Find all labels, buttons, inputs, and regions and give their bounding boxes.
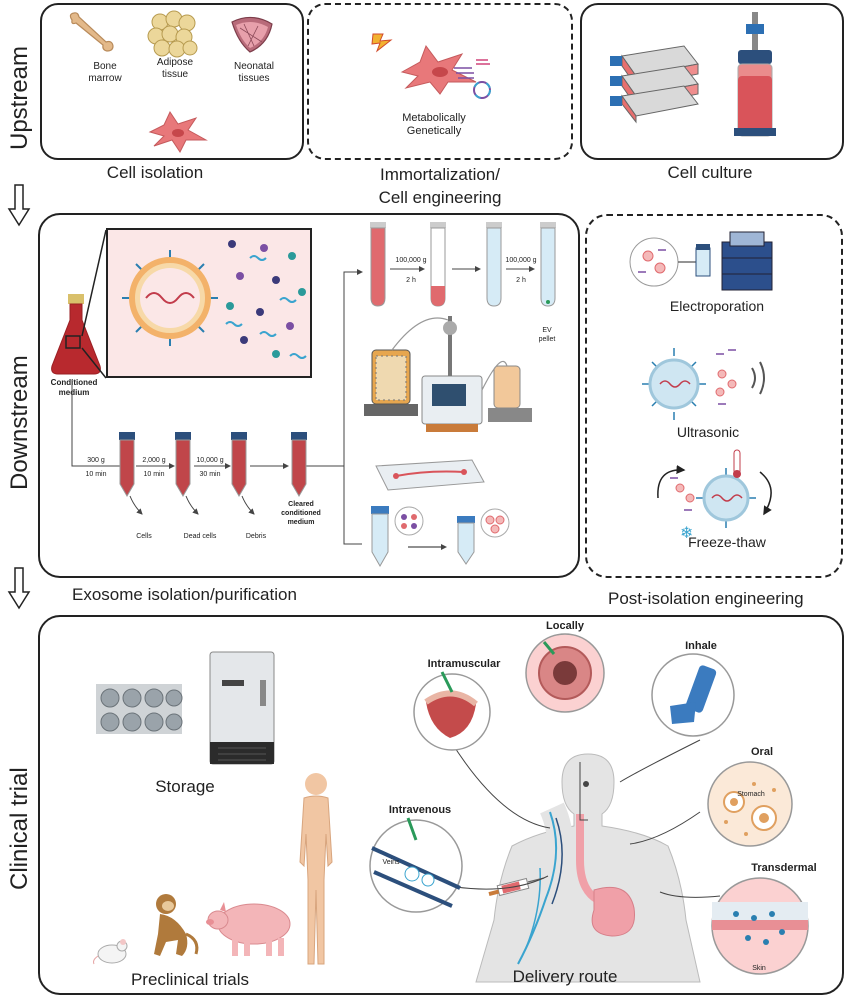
adipose-tissue-icon	[147, 10, 198, 58]
preclinical-label: Preclinical trials	[130, 970, 250, 989]
immortalization-panel	[307, 3, 573, 160]
ultra-2-time: 2 h	[516, 277, 526, 284]
ultracentrifuge-tube-icon	[540, 222, 556, 307]
stem-cell-icon	[148, 110, 208, 153]
falcon-tube-icon	[291, 432, 307, 497]
freeze-thaw-label: Freeze-thaw	[688, 534, 766, 550]
freeze-thaw-icon: ❄	[657, 449, 772, 542]
cleared-medium-label: Cleared conditioned medium	[281, 501, 321, 526]
spin-3-speed: 10,000 g	[196, 457, 224, 464]
ultra-2-speed: 100,000 g	[505, 257, 537, 264]
ev-pellet-label: EV pellet	[538, 327, 556, 343]
clinical-trial-panel	[38, 615, 844, 995]
upstream-label: Upstream	[6, 45, 33, 150]
falcon-tube-icon	[231, 432, 247, 497]
ultra-1-time: 2 h	[406, 277, 416, 284]
microfluidic-chip-icon	[375, 459, 485, 491]
vesicle-zoom-icon	[480, 508, 510, 538]
clinical-trial-label: Clinical trial	[6, 767, 33, 890]
adipose-tissue-label: Adipose tissue	[156, 57, 194, 80]
precipitation-tube-icon	[371, 506, 389, 568]
monkey-icon	[154, 894, 199, 956]
culture-flasks-icon	[610, 45, 699, 124]
svg-text:❄: ❄	[680, 523, 693, 542]
electroporation-label: Electroporation	[669, 298, 765, 314]
cell-culture-panel	[580, 3, 844, 160]
inhale-circle	[651, 653, 735, 737]
transdermal-circle	[711, 877, 809, 975]
vials-photo	[96, 684, 183, 734]
neonatal-tissue-icon	[231, 16, 273, 53]
neonatal-tissues-label: Neonatal tissues	[233, 61, 275, 84]
ultrasonic-icon	[642, 348, 765, 420]
ultra-1-speed: 100,000 g	[395, 257, 427, 264]
ultracentrifuge-tube-icon	[370, 222, 386, 307]
downstream-label: Downstream	[6, 355, 33, 490]
intravenous-label: Intravenous	[388, 804, 452, 816]
veins-label: Veins	[382, 859, 400, 866]
down-arrow-icon	[7, 567, 31, 610]
locally-circle	[525, 633, 605, 713]
particles-icon	[225, 240, 307, 359]
intravenous-circle	[369, 817, 463, 913]
bioreactor-icon	[734, 12, 776, 137]
intramuscular-circle	[413, 671, 491, 751]
oral-circle	[707, 761, 793, 847]
stomach-label: Stomach	[737, 791, 765, 798]
spin-2-speed: 2,000 g	[142, 457, 166, 464]
falcon-tube-icon	[175, 432, 191, 497]
exosome-isolation-panel	[38, 213, 580, 578]
immortalization-caption: Immortalization/ Cell engineering	[378, 165, 502, 207]
bone-marrow-label: Bone marrow	[88, 61, 122, 84]
spin-2-time: 10 min	[143, 471, 165, 478]
particle-zoom-icon	[394, 506, 424, 536]
falcon-tube-icon	[119, 432, 135, 497]
human-figure-icon	[299, 773, 333, 965]
chromatography-system-icon	[364, 316, 532, 432]
transdermal-label: Transdermal	[751, 862, 817, 874]
ultracentrifuge-tube-icon	[486, 222, 502, 307]
arm-veins-icon	[508, 802, 574, 975]
spin-1-time: 10 min	[85, 471, 107, 478]
pellet-debris-label: Debris	[245, 533, 267, 540]
zoom-lines	[81, 229, 107, 379]
pig-icon	[206, 902, 291, 956]
locally-label: Locally	[546, 620, 584, 632]
exosome-vesicle-icon	[122, 250, 218, 346]
precipitation-tube-icon	[457, 516, 475, 565]
post-isolation-caption: Post-isolation engineering	[608, 589, 804, 608]
spin-1-speed: 300 g	[87, 457, 105, 464]
oral-label: Oral	[750, 746, 773, 758]
method-branch-lines	[330, 269, 363, 545]
cell-culture-caption: Cell culture	[667, 163, 753, 182]
bone-icon	[69, 12, 114, 52]
pellet-cells-label: Cells	[136, 533, 152, 540]
spin-3-time: 30 min	[199, 471, 221, 478]
freezer-icon	[209, 651, 275, 765]
intramuscular-label: Intramuscular	[427, 658, 501, 670]
inhale-label: Inhale	[685, 640, 717, 652]
electroporation-icon	[629, 231, 773, 291]
ultra-arrows	[390, 266, 535, 272]
exosome-isolation-caption: Exosome isolation/purification	[72, 585, 297, 604]
conditioned-medium-label: Conditioned medium	[50, 378, 98, 397]
ultrasonic-label: Ultrasonic	[676, 424, 740, 440]
ultracentrifuge-tube-icon	[430, 222, 446, 307]
skin-label: Skin	[752, 965, 766, 972]
precip-arrow	[408, 544, 447, 550]
engineering-methods-label: Metabolically Genetically	[402, 112, 466, 137]
dna-plasmid-icon	[454, 59, 491, 99]
cell-isolation-caption: Cell isolation	[106, 163, 204, 182]
pellet-dead-cells-label: Dead cells	[183, 533, 217, 540]
cell-isolation-panel	[40, 3, 304, 160]
mouse-icon	[93, 939, 128, 965]
storage-label: Storage	[155, 777, 215, 796]
centrifugation-flow-lines	[71, 380, 332, 515]
post-isolation-panel	[585, 214, 843, 578]
engineered-cell-icon	[400, 44, 477, 95]
delivery-route-label: Delivery route	[512, 967, 618, 986]
down-arrow-icon	[7, 184, 31, 227]
lightning-icon	[371, 33, 393, 53]
